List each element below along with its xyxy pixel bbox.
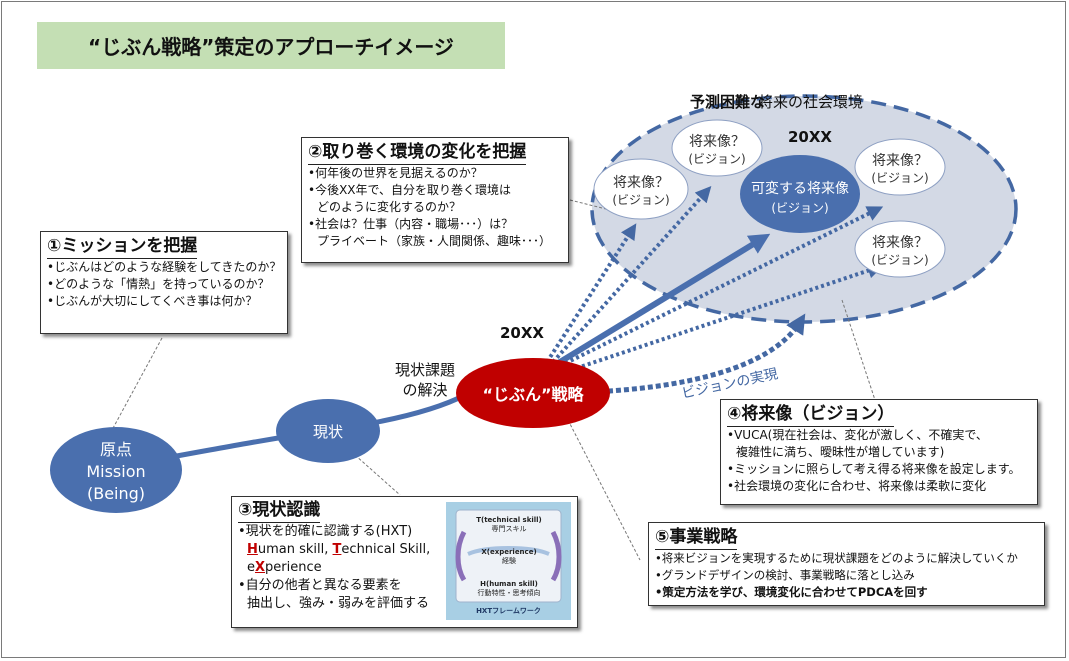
origin-node: 原点 Mission (Being) <box>50 427 182 513</box>
t-rest: echnical Skill, <box>341 542 431 557</box>
svg-text:(ビジョン): (ビジョン) <box>771 201 828 215</box>
vision-item-1: •VUCA(現在社会は、変化が激しく、不確実で、 <box>727 428 988 442</box>
mission-item-1: •じぶんはどのような経験をしてきたのか？ <box>47 260 282 274</box>
possibility-arrow-2 <box>551 186 712 364</box>
business-item-3: •策定方法を学び、環境変化に合わせてPDCAを回す <box>655 585 928 599</box>
svg-text:将来像？: 将来像？ <box>613 175 669 191</box>
mid-year-label: 20XX <box>500 324 544 342</box>
hxt-x: X(experience) 経験 <box>481 548 537 565</box>
leader-line-box5 <box>567 419 641 561</box>
future-bubble-right-bottom: 将来像？ (ビジョン) <box>854 220 946 278</box>
future-bubble-left: 将来像？ (ビジョン) <box>593 158 689 220</box>
business-strategy-box: ⑤事業戦略 •将来ビジョンを実現するために現状課題をどのように解決していくか •… <box>648 522 1045 606</box>
svg-text:(Being): (Being) <box>87 484 145 503</box>
environment-item-2-cont: どのように変化するのか？ <box>317 200 462 214</box>
h-letter: H <box>247 542 258 557</box>
changeable-future-node: 可変する将来像 (ビジョン) <box>740 155 860 233</box>
recognition-item-2-cont: 抽出し、強み・弱みを評価する <box>247 596 430 611</box>
svg-text:Mission: Mission <box>86 462 145 481</box>
possibility-arrow-1 <box>545 223 637 364</box>
vision-item-2: •ミッションに照らして考え得る将来像を設定します。 <box>727 462 1021 476</box>
hxt-t: T(technical skill) 専門スキル <box>476 516 542 533</box>
svg-text:将来像？: 将来像？ <box>872 235 928 251</box>
svg-text:(ビジョン): (ビジョン) <box>871 171 928 185</box>
svg-text:可変する将来像: 可変する将来像 <box>751 180 849 197</box>
future-bubble-right-top: 将来像？ (ビジョン) <box>854 138 946 196</box>
svg-text:現状: 現状 <box>313 423 343 441</box>
mission-box: ①ミッションを把握 •じぶんはどのような経験をしてきたのか？ •どのような「情熱… <box>40 231 288 334</box>
main-vision-arrow <box>548 233 771 371</box>
recognition-item-1: •現状を的確に認識する(HXT) <box>238 524 413 539</box>
current-node: 現状 <box>276 399 380 463</box>
x-letter: X <box>255 560 266 575</box>
vision-realization-arrow <box>591 313 806 395</box>
current-recognition-box-title: ③現状認識 <box>238 499 321 523</box>
hxt-h: H(human skill) 行動特性・思考傾向 <box>477 580 541 597</box>
recognition-item-2: •自分の他者と異なる要素を <box>238 578 402 593</box>
issue-label-line2: の解決 <box>402 381 447 399</box>
strategy-node: “じぶん”戦略 <box>456 358 610 428</box>
leader-line-box4 <box>841 299 876 401</box>
environment-item-3-cont: プライベート（家族・人間関係、趣味･･･） <box>317 234 552 248</box>
vision-box: ④将来像（ビジョン） •VUCA(現在社会は、変化が激しく、不確実で、 複雑性に… <box>720 399 1038 505</box>
future-bubble-top: 将来像？ (ビジョン) <box>671 119 763 177</box>
svg-text:(ビジョン): (ビジョン) <box>871 253 928 267</box>
e-prefix: e <box>247 560 255 575</box>
environment-box-title: ②取り巻く環境の変化を把握 <box>308 141 527 165</box>
environment-item-3: •社会は？仕事（内容・職場･･･）は？ <box>308 217 514 231</box>
environment-item-1: •何年後の世界を見据えるのか？ <box>308 166 483 180</box>
business-item-2: •グランドデザインの検討、事業戦略に落とし込み <box>655 568 915 582</box>
possibility-arrow-4 <box>564 262 884 374</box>
mission-item-2: •どのような「情熱」を持っているのか？ <box>47 277 270 291</box>
vision-item-1-cont: 複雑性に満ち、曖昧性が増しています) <box>736 445 945 459</box>
svg-text:“じぶん”戦略: “じぶん”戦略 <box>482 385 584 404</box>
business-strategy-box-title: ⑤事業戦略 <box>655 526 738 550</box>
hxt-line-2: eXperience <box>238 559 571 577</box>
possibility-arrow-3 <box>559 206 884 368</box>
environment-item-2: •今後XX年で、自分を取り巻く環境は <box>308 183 512 197</box>
svg-text:将来像？: 将来像？ <box>872 153 928 169</box>
leader-line-box1 <box>111 337 163 431</box>
vision-item-3: •社会環境の変化に合わせ、将来像は柔軟に変化 <box>727 479 987 493</box>
mission-box-title: ①ミッションを把握 <box>47 235 198 259</box>
business-item-1: •将来ビジョンを実現するために現状課題をどのように解決していくか <box>655 551 1018 565</box>
svg-text:(ビジョン): (ビジョン) <box>688 152 745 166</box>
page-title: “じぶん戦略”策定のアプローチイメージ <box>37 22 505 69</box>
environment-box: ②取り巻く環境の変化を把握 •何年後の世界を見据えるのか？ •今後XX年で、自分… <box>301 137 569 263</box>
mission-item-3: •じぶんが大切にしてくべき事は何か？ <box>47 294 258 308</box>
hxt-caption: HXTフレームワーク <box>476 607 541 615</box>
future-environment-label-bold: 予測困難な <box>690 93 765 111</box>
leader-line-box3 <box>354 454 401 496</box>
future-environment-label: 将来の社会環境 <box>758 93 863 111</box>
future-year-label: 20XX <box>788 128 832 146</box>
issue-label-line1: 現状課題 <box>395 361 455 379</box>
svg-text:原点: 原点 <box>100 440 132 459</box>
e-rest: perience <box>265 560 322 575</box>
leader-line-box2 <box>569 199 611 211</box>
vision-box-title: ④将来像（ビジョン） <box>727 403 895 427</box>
hxt-line-1: Human skill, Technical Skill, <box>238 541 571 559</box>
svg-text:将来像？: 将来像？ <box>689 134 745 150</box>
t-letter: T <box>332 542 342 557</box>
h-rest: uman skill, <box>257 542 333 557</box>
hxt-framework-figure: T(technical skill) 専門スキル X(experience) 経… <box>446 502 571 620</box>
svg-text:(ビジョン): (ビジョン) <box>612 193 669 207</box>
hxt-cycle-arrows <box>455 509 562 603</box>
